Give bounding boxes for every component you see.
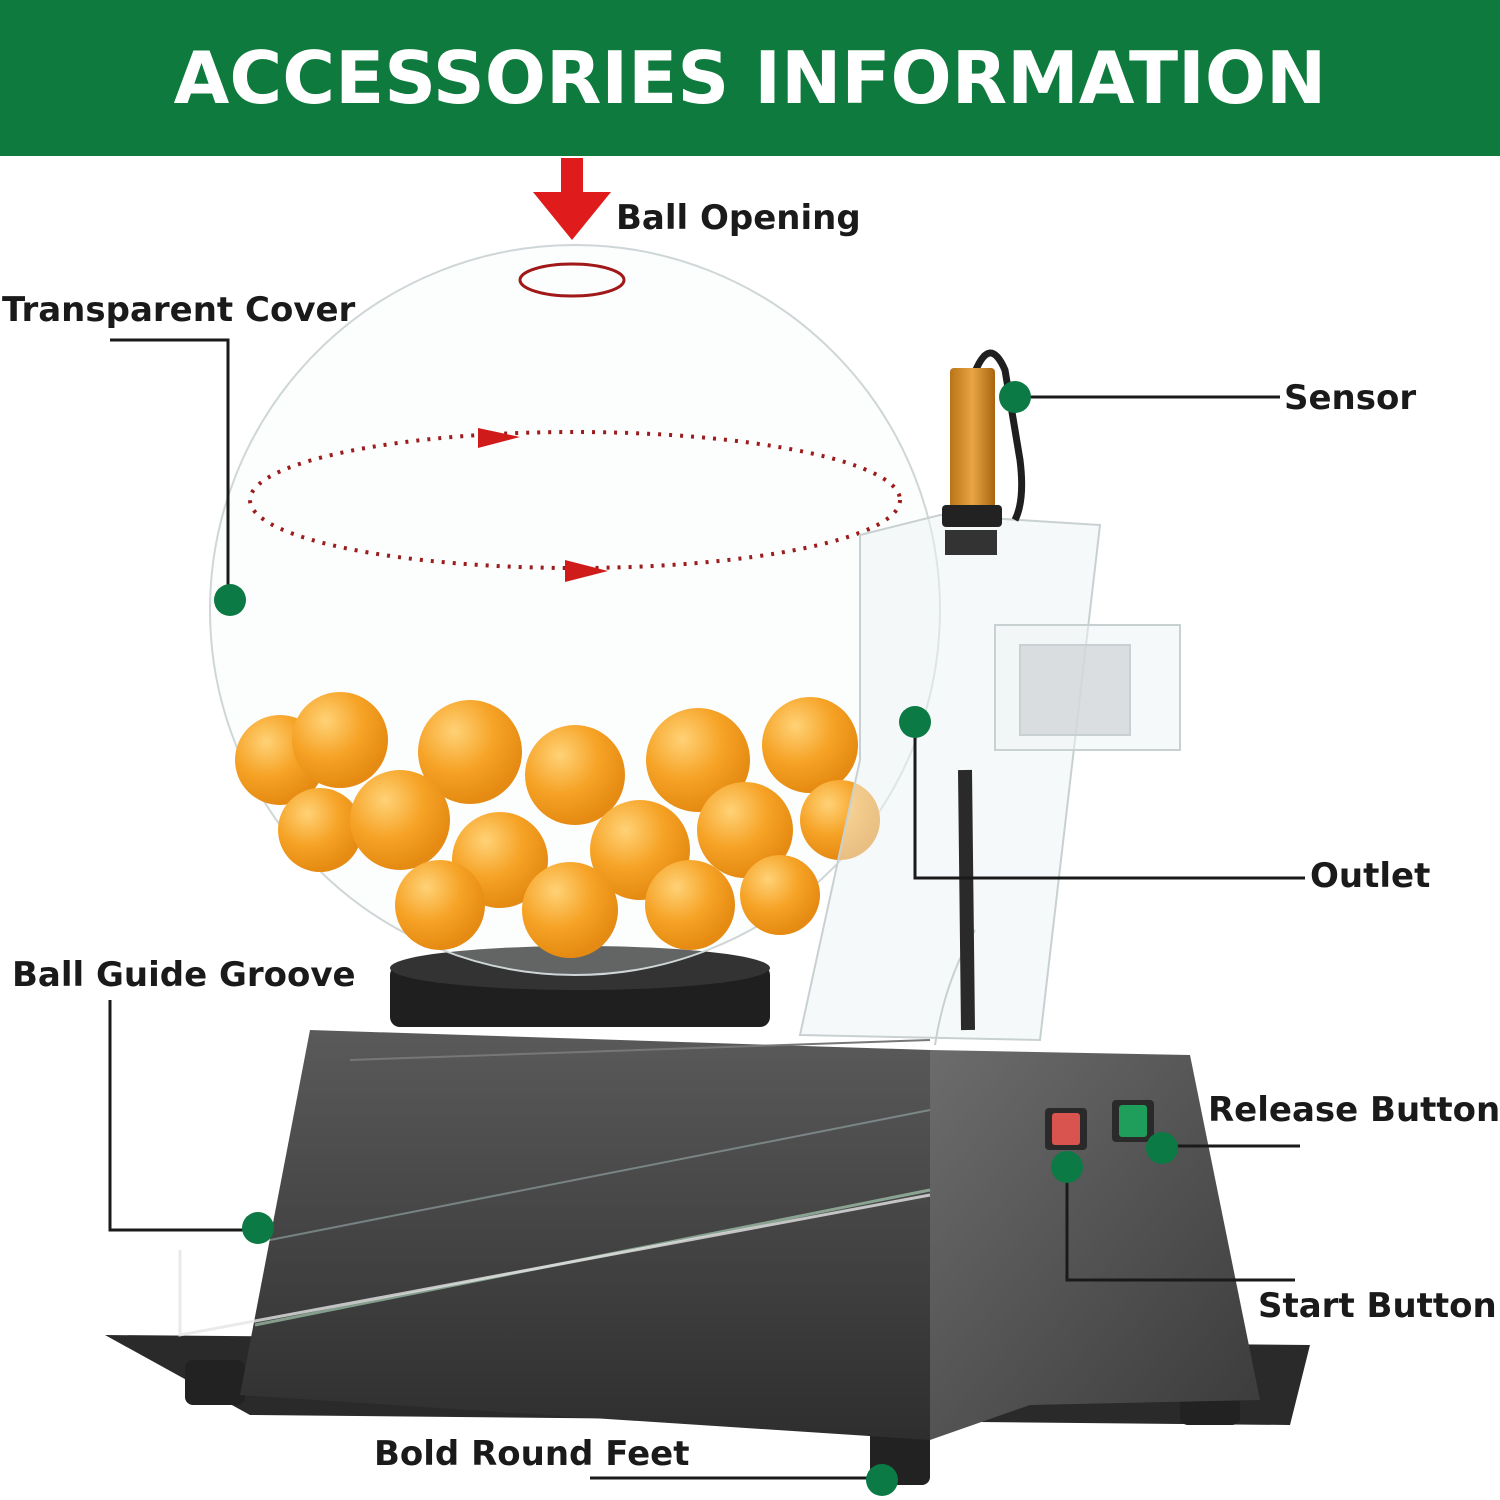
- label-bold-round-feet: Bold Round Feet: [374, 1434, 690, 1474]
- marker-ball-guide-groove: [242, 1212, 274, 1244]
- control-buttons: [1045, 1100, 1154, 1150]
- label-outlet: Outlet: [1310, 856, 1431, 896]
- outlet-tower: [798, 513, 1181, 1046]
- label-ball-guide-groove: Ball Guide Groove: [12, 955, 356, 995]
- label-start-button: Start Button: [1258, 1286, 1497, 1326]
- leader-outlet: [913, 722, 1305, 880]
- label-ball-opening: Ball Opening: [616, 198, 861, 238]
- callout-markers: [214, 381, 1178, 1496]
- marker-outlet: [899, 706, 931, 738]
- leader-transparent-cover: [110, 338, 230, 600]
- rotation-indicator: [248, 428, 902, 582]
- label-sensor: Sensor: [1284, 378, 1417, 418]
- ping-pong-balls: [235, 692, 880, 958]
- round-foot-left: [185, 1360, 245, 1405]
- label-transparent-cover: Transparent Cover: [2, 290, 356, 330]
- marker-start-button: [1051, 1151, 1083, 1183]
- marker-transparent-cover: [214, 584, 246, 616]
- outlet-tube: [958, 769, 975, 1031]
- ball-guide-groove: [178, 1193, 931, 1337]
- leader-ball-guide-groove: [108, 1000, 258, 1232]
- callout-lines: [108, 338, 1305, 1480]
- page-title: ACCESSORIES INFORMATION: [173, 36, 1327, 120]
- sensor-unit: [942, 349, 1026, 555]
- drum-ring: [390, 946, 770, 1027]
- marker-release-button: [1146, 1132, 1178, 1164]
- down-arrow-icon: [533, 158, 611, 240]
- header-banner: ACCESSORIES INFORMATION: [0, 0, 1500, 156]
- machine-base: [240, 1030, 1260, 1440]
- start-button-icon[interactable]: [1052, 1113, 1080, 1145]
- leader-start-button: [1065, 1167, 1295, 1282]
- marker-bold-round-feet: [866, 1464, 898, 1496]
- ball-opening-ring: [518, 262, 626, 298]
- marker-sensor: [999, 381, 1031, 413]
- release-button-icon[interactable]: [1119, 1105, 1147, 1137]
- label-release-button: Release Button: [1208, 1090, 1500, 1130]
